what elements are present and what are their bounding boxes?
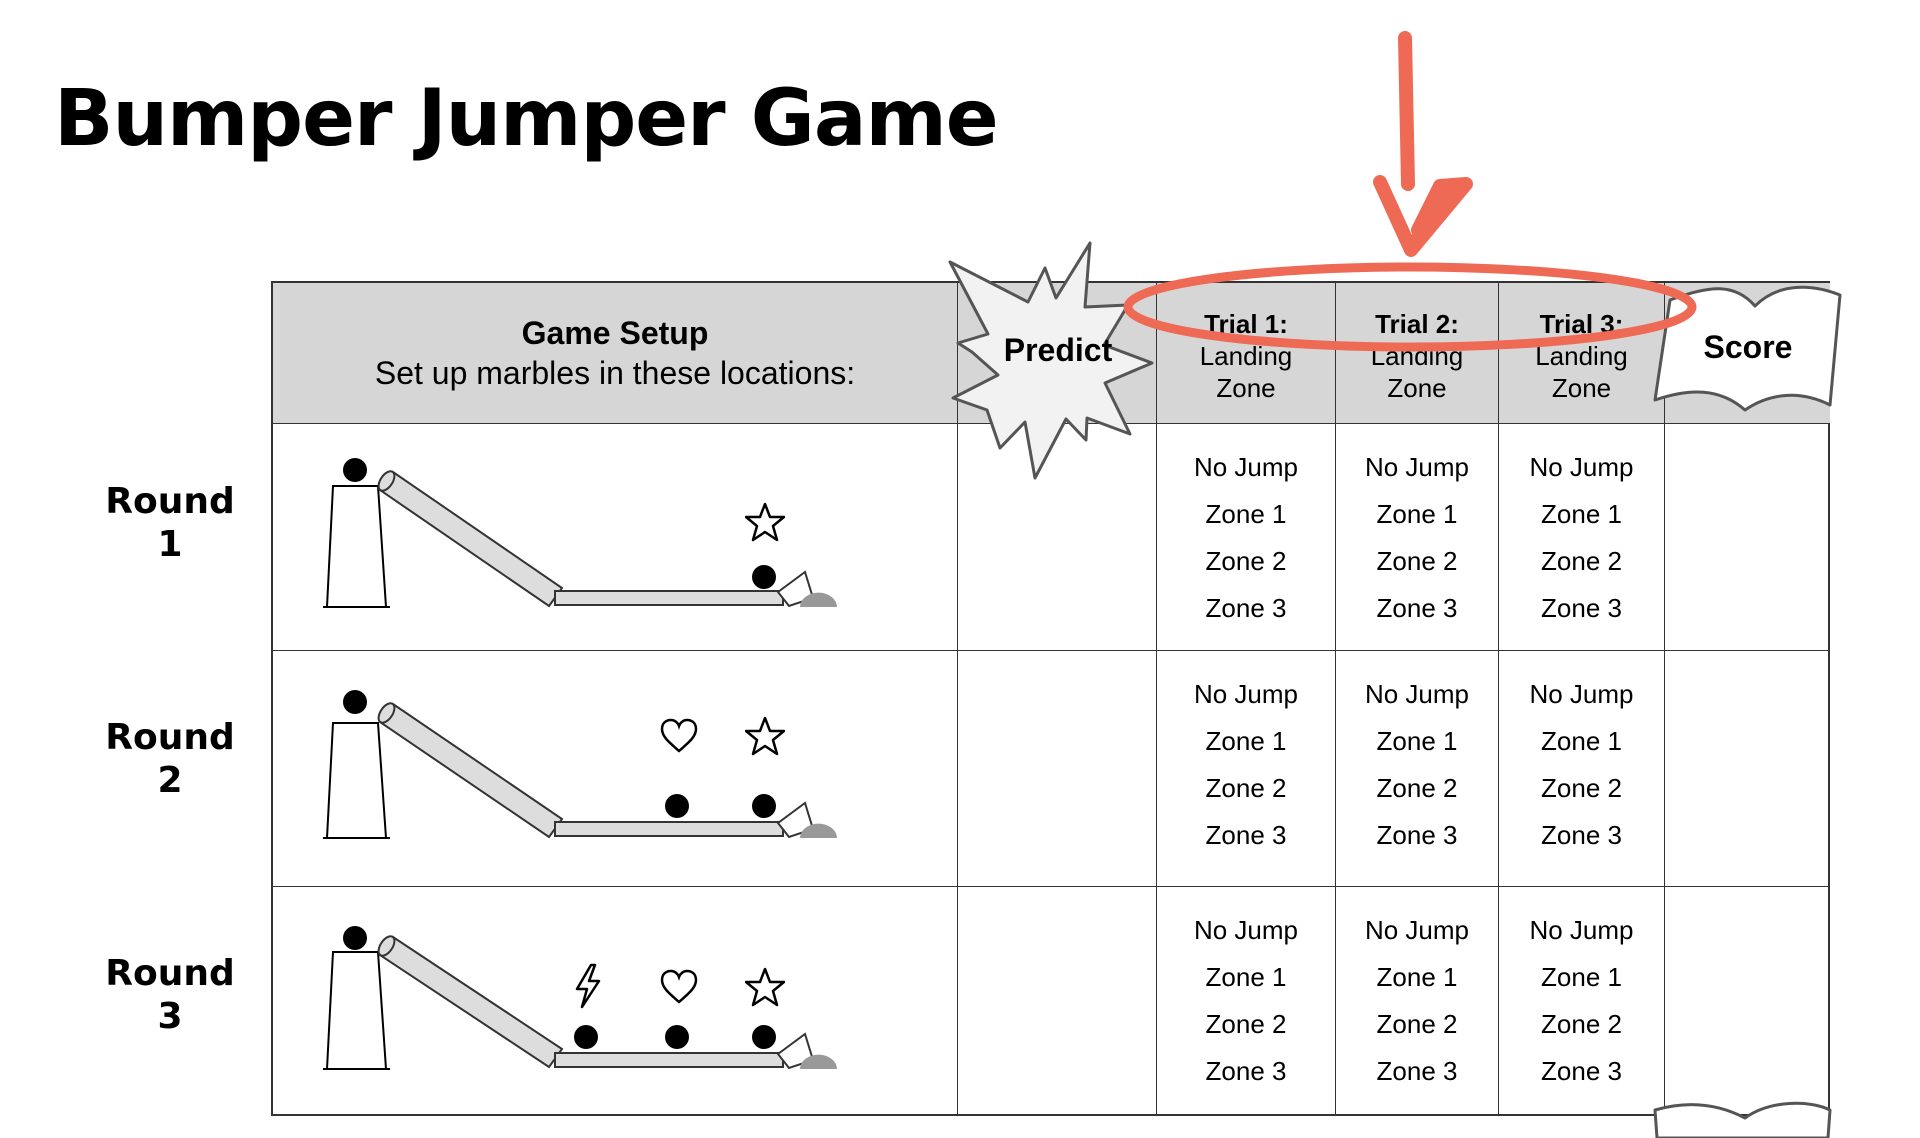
zone-option[interactable]: Zone 3 <box>1376 820 1458 850</box>
star-icon <box>744 967 786 1012</box>
trial-2-line1: Landing <box>1370 341 1464 371</box>
round-2-setup <box>273 651 958 887</box>
trial-1-title: Trial 1: <box>1204 309 1288 339</box>
game-setup-title: Game Setup <box>521 315 709 351</box>
trial-2-title: Trial 2: <box>1375 309 1459 339</box>
round-1-trial-1-zones: No Jump Zone 1 Zone 2 Zone 3 <box>1157 424 1336 651</box>
zone-option[interactable]: Zone 1 <box>1541 499 1622 529</box>
round-3-trial-1-zones: No Jump Zone 1 Zone 2 Zone 3 <box>1157 887 1336 1114</box>
zone-option[interactable]: No Jump <box>1364 452 1470 482</box>
page-title: Bumper Jumper Game <box>54 74 999 164</box>
star-icon <box>744 716 786 761</box>
zone-option[interactable]: Zone 2 <box>1541 546 1622 576</box>
zone-option[interactable]: Zone 2 <box>1541 1009 1622 1039</box>
round-3-setup <box>273 887 958 1114</box>
round-2-trial-3-zones: No Jump Zone 1 Zone 2 Zone 3 <box>1499 651 1665 887</box>
arrow-down-icon <box>1373 31 1473 257</box>
trial-1-header: Trial 1: Landing Zone <box>1157 283 1336 424</box>
game-table: Game Setup Set up marbles in these locat… <box>271 281 1830 1116</box>
zone-option[interactable]: Zone 3 <box>1541 593 1622 623</box>
zone-option[interactable]: No Jump <box>1364 915 1470 945</box>
round-3-trial-2-zones: No Jump Zone 1 Zone 2 Zone 3 <box>1336 887 1499 1114</box>
ramp-illustration-round-1 <box>323 458 837 608</box>
table-grid: Game Setup Set up marbles in these locat… <box>271 281 1830 1116</box>
game-setup-header: Game Setup Set up marbles in these locat… <box>273 283 958 424</box>
zone-option[interactable]: No Jump <box>1193 679 1299 709</box>
zone-option[interactable]: Zone 2 <box>1376 773 1458 803</box>
trial-1-line1: Landing <box>1199 341 1293 371</box>
zone-option[interactable]: Zone 3 <box>1205 820 1287 850</box>
zone-option[interactable]: Zone 2 <box>1205 773 1287 803</box>
game-setup-subtitle: Set up marbles in these locations: <box>374 355 856 391</box>
zone-option[interactable]: Zone 3 <box>1376 1056 1458 1086</box>
trial-3-header: Trial 3: Landing Zone <box>1499 283 1665 424</box>
zone-option[interactable]: Zone 1 <box>1205 499 1287 529</box>
zone-option[interactable]: Zone 2 <box>1376 546 1458 576</box>
round-3-label: Round 3 <box>105 953 235 1037</box>
zone-option[interactable]: Zone 1 <box>1205 726 1287 756</box>
zone-option[interactable]: Zone 1 <box>1541 962 1622 992</box>
round-3-trial-3-zones: No Jump Zone 1 Zone 2 Zone 3 <box>1499 887 1665 1114</box>
ramp-illustration-round-3 <box>323 926 837 1070</box>
trial-3-title: Trial 3: <box>1539 309 1624 339</box>
round-1-setup <box>273 424 958 651</box>
zone-option[interactable]: Zone 3 <box>1541 820 1622 850</box>
zone-option[interactable]: Zone 2 <box>1541 773 1622 803</box>
zone-option[interactable]: No Jump <box>1364 679 1470 709</box>
predict-header-cell <box>958 283 1157 424</box>
trial-1-line2: Zone <box>1216 373 1276 403</box>
round-2-trial-2-zones: No Jump Zone 1 Zone 2 Zone 3 <box>1336 651 1499 887</box>
trial-2-header: Trial 2: Landing Zone <box>1336 283 1499 424</box>
heart-icon <box>660 969 698 1010</box>
round-2-label: Round 2 <box>105 717 235 801</box>
round-1-predict[interactable] <box>958 424 1157 651</box>
trial-3-line2: Zone <box>1551 373 1612 403</box>
zone-option[interactable]: Zone 1 <box>1205 962 1287 992</box>
trial-3-line1: Landing <box>1535 341 1628 371</box>
zone-option[interactable]: Zone 1 <box>1376 499 1458 529</box>
round-1-label: Round 1 <box>105 481 235 565</box>
zone-option[interactable]: Zone 3 <box>1205 1056 1287 1086</box>
round-1-trial-3-zones: No Jump Zone 1 Zone 2 Zone 3 <box>1499 424 1665 651</box>
zone-option[interactable]: No Jump <box>1193 452 1299 482</box>
round-2-predict[interactable] <box>958 651 1157 887</box>
zone-option[interactable]: Zone 1 <box>1376 962 1458 992</box>
zone-option[interactable]: Zone 2 <box>1205 1009 1287 1039</box>
zone-option[interactable]: No Jump <box>1529 679 1634 709</box>
heart-icon <box>660 718 698 759</box>
zone-option[interactable]: Zone 1 <box>1541 726 1622 756</box>
round-1-score[interactable] <box>1665 424 1830 651</box>
ramp-illustration-round-2 <box>323 690 837 839</box>
round-2-score[interactable] <box>1665 651 1830 887</box>
round-2-trial-1-zones: No Jump Zone 1 Zone 2 Zone 3 <box>1157 651 1336 887</box>
zone-option[interactable]: Zone 1 <box>1376 726 1458 756</box>
zone-option[interactable]: Zone 3 <box>1541 1056 1622 1086</box>
round-3-predict[interactable] <box>958 887 1157 1114</box>
zone-option[interactable]: No Jump <box>1529 452 1634 482</box>
lightning-icon <box>573 963 603 1014</box>
zone-option[interactable]: Zone 3 <box>1205 593 1287 623</box>
zone-option[interactable]: Zone 3 <box>1376 593 1458 623</box>
round-1-trial-2-zones: No Jump Zone 1 Zone 2 Zone 3 <box>1336 424 1499 651</box>
zone-option[interactable]: Zone 2 <box>1376 1009 1458 1039</box>
score-header-cell <box>1665 283 1830 424</box>
zone-option[interactable]: Zone 2 <box>1205 546 1287 576</box>
round-3-score[interactable] <box>1665 887 1830 1114</box>
star-icon <box>744 502 786 547</box>
trial-2-line2: Zone <box>1387 373 1447 403</box>
zone-option[interactable]: No Jump <box>1529 915 1634 945</box>
zone-option[interactable]: No Jump <box>1193 915 1299 945</box>
